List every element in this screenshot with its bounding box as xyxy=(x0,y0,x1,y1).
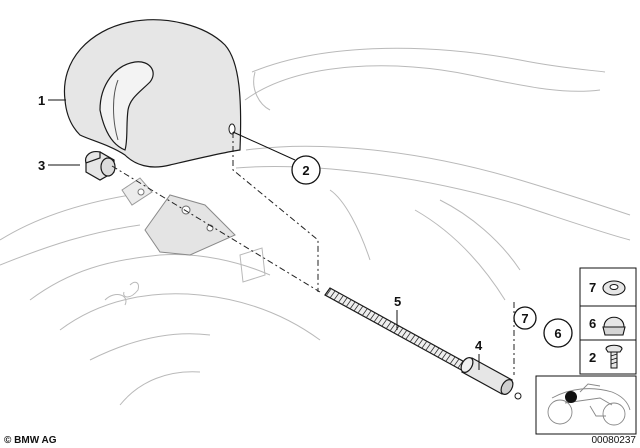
callout-7-label: 7 xyxy=(521,311,528,326)
callout-4: 4 xyxy=(475,338,483,370)
spacer-sleeve-part xyxy=(460,357,522,400)
callout-5: 5 xyxy=(394,294,401,330)
screw-icon xyxy=(605,344,623,369)
cap-nut-icon xyxy=(602,316,626,336)
callout-3: 3 xyxy=(38,158,80,173)
diagram-number: 00080237 xyxy=(592,435,637,446)
copyright-label: © BMW AG xyxy=(4,435,57,446)
callout-1-label: 1 xyxy=(38,93,45,108)
callout-6: 6 xyxy=(543,318,573,348)
callout-5-label: 5 xyxy=(394,294,401,309)
legend-7-label: 7 xyxy=(589,280,596,295)
location-thumbnail xyxy=(535,375,637,435)
callout-3-label: 3 xyxy=(38,158,45,173)
mounting-bracket xyxy=(121,177,236,256)
callout-2: 2 xyxy=(232,131,321,185)
callout-2-label: 2 xyxy=(302,163,309,178)
seat-cover-part xyxy=(63,19,242,168)
callout-1: 1 xyxy=(38,93,66,108)
hardware-legend: 7 6 2 xyxy=(579,267,637,375)
legend-2-label: 2 xyxy=(589,350,596,365)
alignment-lines xyxy=(111,132,515,375)
washer-icon xyxy=(602,280,626,296)
motorcycle-outline xyxy=(0,47,631,406)
highlight-marker xyxy=(565,391,577,403)
callout-7: 7 xyxy=(513,306,537,330)
callout-6-label: 6 xyxy=(554,326,561,341)
callout-4-label: 4 xyxy=(475,338,483,353)
legend-6-label: 6 xyxy=(589,316,596,331)
bushing-part xyxy=(85,151,116,181)
